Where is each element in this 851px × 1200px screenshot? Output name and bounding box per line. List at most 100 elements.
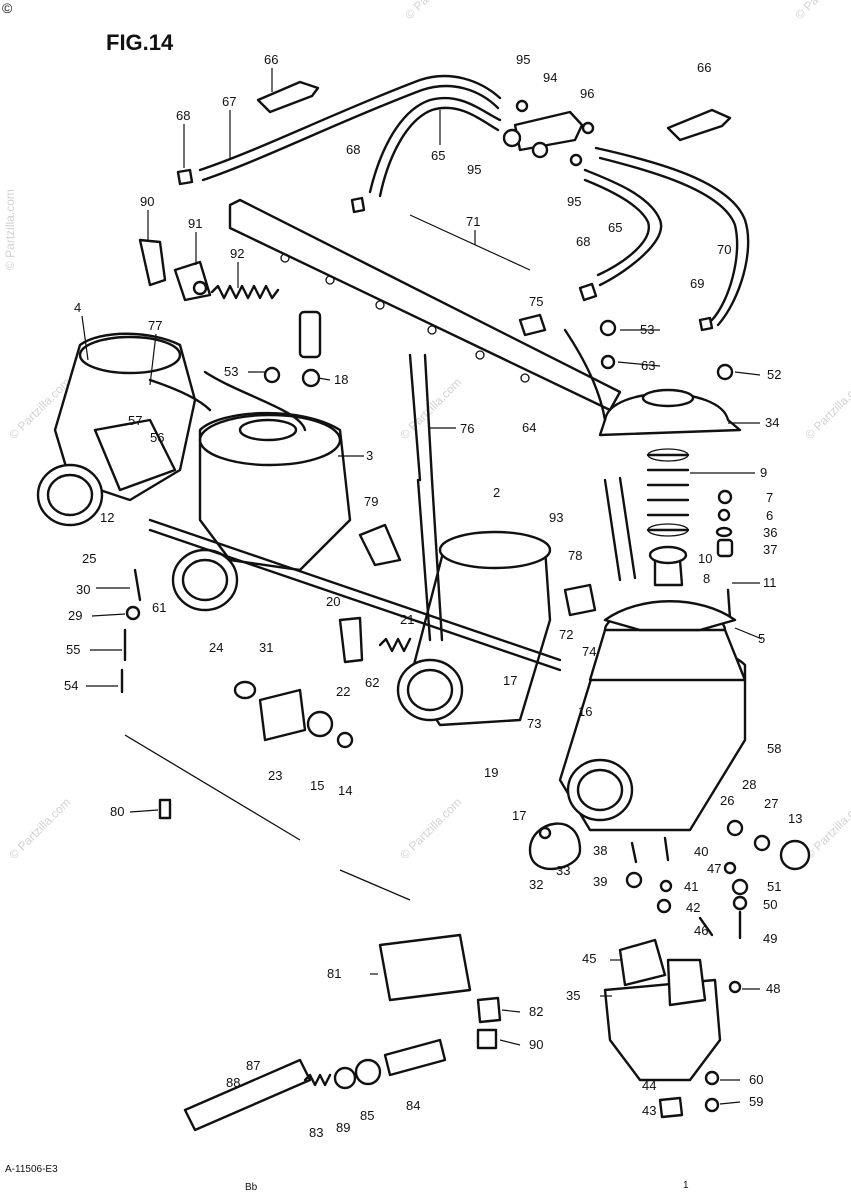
callout-label: 91 — [188, 216, 202, 231]
carburetor-1 — [36, 332, 197, 527]
pin-40 — [663, 836, 670, 862]
callout-label: 19 — [484, 765, 498, 780]
callout-label: 74 — [582, 644, 596, 659]
bracket-bar-71 — [228, 198, 622, 412]
clip-48 — [728, 980, 742, 994]
copyright-mark: © — [2, 0, 13, 16]
clip-90 — [476, 1028, 498, 1050]
callout-label: 34 — [765, 415, 779, 430]
shaft-84 — [383, 1038, 447, 1077]
ring-12 — [233, 680, 257, 700]
drain-screw-60 — [704, 1070, 720, 1086]
spring-9 — [646, 453, 690, 532]
callout-label: 45 — [582, 951, 596, 966]
clip-95-b — [569, 153, 583, 167]
callout-label: 90 — [529, 1037, 543, 1052]
spring-92 — [210, 284, 280, 300]
clamp-66-left — [256, 80, 320, 114]
watermark-text: © Partzilla.com — [397, 795, 464, 862]
washer-29 — [125, 605, 141, 621]
callout-label: 88 — [226, 1075, 240, 1090]
callout-label: 67 — [222, 94, 236, 109]
callout-label: 94 — [543, 70, 557, 85]
carburetor-4 — [558, 606, 747, 832]
callout-label: 23 — [268, 768, 282, 783]
bracket-90 — [138, 238, 167, 287]
throttle-cable-80 — [124, 734, 411, 901]
callout-label: 43 — [642, 1103, 656, 1118]
bolt-53-right — [599, 319, 617, 337]
callout-label: 7 — [766, 490, 773, 505]
footer-tick: 1 — [683, 1180, 689, 1191]
callout-label: 6 — [766, 508, 773, 523]
rail-88 — [183, 1058, 312, 1132]
callout-label: 62 — [365, 675, 379, 690]
callout-label: 30 — [76, 582, 90, 597]
callout-label: 3 — [366, 448, 373, 463]
callout-label: 40 — [694, 844, 708, 859]
screw-46 — [698, 916, 714, 937]
callout-label: 17 — [512, 808, 526, 823]
spring-83 — [303, 1073, 332, 1087]
plug-13 — [779, 839, 811, 871]
nut-42 — [656, 898, 672, 914]
callout-label: 17 — [503, 673, 517, 688]
washer-63 — [600, 354, 616, 370]
callout-label: 24 — [209, 640, 223, 655]
vent-hose-76 — [408, 353, 434, 482]
callout-label: 68 — [346, 142, 360, 157]
callout-label: 61 — [152, 600, 166, 615]
callout-label: 25 — [82, 551, 96, 566]
part-28 — [726, 819, 744, 837]
callout-label: 66 — [697, 60, 711, 75]
callout-label: 55 — [66, 642, 80, 657]
washer-18 — [301, 368, 321, 388]
hose-joint-94 — [513, 110, 584, 152]
jet-51 — [731, 878, 749, 896]
screw-43 — [658, 1096, 684, 1119]
callout-label: 38 — [593, 843, 607, 858]
watermark-text: © Partzilla.com — [3, 189, 17, 270]
cable-end-80 — [158, 798, 172, 820]
part-7 — [717, 489, 733, 505]
ring-15 — [306, 710, 334, 738]
o-ring-89 — [333, 1066, 357, 1090]
hose-93 — [603, 478, 622, 582]
footer-page: Bb — [245, 1182, 258, 1193]
callout-label: 54 — [64, 678, 78, 693]
callout-label: 56 — [150, 430, 164, 445]
callout-label: 92 — [230, 246, 244, 261]
callout-label: 64 — [522, 420, 536, 435]
callout-label: 95 — [516, 52, 530, 67]
callout-label: 32 — [529, 877, 543, 892]
callout-label: 26 — [720, 793, 734, 808]
nut-53-left — [263, 366, 281, 384]
leader-lines — [81, 68, 763, 1105]
screw-59 — [704, 1097, 720, 1113]
callout-label: 68 — [576, 234, 590, 249]
part-27 — [753, 834, 771, 852]
watermark-text: © Partzilla.com — [802, 375, 851, 442]
callout-layer: 66 67 68 65 95 94 96 95 95 66 68 90 91 9… — [64, 52, 802, 1140]
callout-label: 70 — [717, 242, 731, 257]
callout-label: 13 — [788, 811, 802, 826]
callout-label: 65 — [608, 220, 622, 235]
callout-label: 46 — [694, 923, 708, 938]
joint-78 — [563, 583, 597, 617]
callout-label: 37 — [763, 542, 777, 557]
jet-50 — [732, 895, 748, 911]
tube-81 — [378, 933, 472, 1002]
bolt-75 — [518, 313, 547, 337]
callout-label: 12 — [100, 510, 114, 525]
callout-label: 22 — [336, 684, 350, 699]
bolt-52 — [716, 363, 734, 381]
needle-11 — [726, 588, 732, 620]
callout-label: 39 — [593, 874, 607, 889]
throttle-shaft — [148, 518, 562, 672]
callout-label: 28 — [742, 777, 756, 792]
callout-label: 69 — [690, 276, 704, 291]
clip-95-a — [515, 99, 529, 113]
callout-label: 53 — [224, 364, 238, 379]
clip-68-left — [176, 168, 194, 186]
